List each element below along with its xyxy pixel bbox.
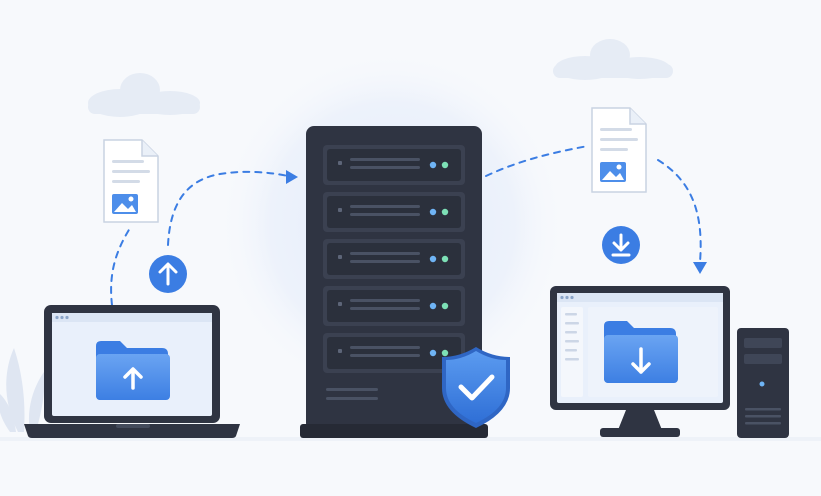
pc-tower-icon: [737, 328, 789, 438]
server-unit: [323, 145, 465, 185]
server-unit: [323, 239, 465, 279]
shield-check-icon: [442, 347, 510, 428]
upload-arrow-icon: [149, 255, 187, 293]
upload-path-lower: [110, 227, 131, 306]
document-image-icon: [103, 139, 159, 223]
download-path-right: [657, 159, 702, 263]
folder-upload-icon: [96, 341, 170, 400]
server-unit: [323, 286, 465, 326]
plant-leaves-icon: [0, 348, 45, 432]
server-unit: [323, 333, 465, 373]
document-image-icon: [591, 107, 647, 193]
upload-path-upper: [167, 170, 289, 246]
floor-line: [0, 437, 821, 441]
transfer-paths: [110, 145, 702, 306]
server-rack-icon: [300, 126, 488, 438]
folder-download-icon: [604, 321, 678, 383]
upload-arrowhead: [286, 170, 298, 184]
download-arrowhead: [693, 262, 707, 274]
cloud-icon: [553, 39, 673, 80]
download-arrow-icon: [602, 226, 640, 264]
server-unit: [323, 192, 465, 232]
download-path-left: [485, 145, 589, 177]
cloud-icon: [88, 73, 200, 117]
